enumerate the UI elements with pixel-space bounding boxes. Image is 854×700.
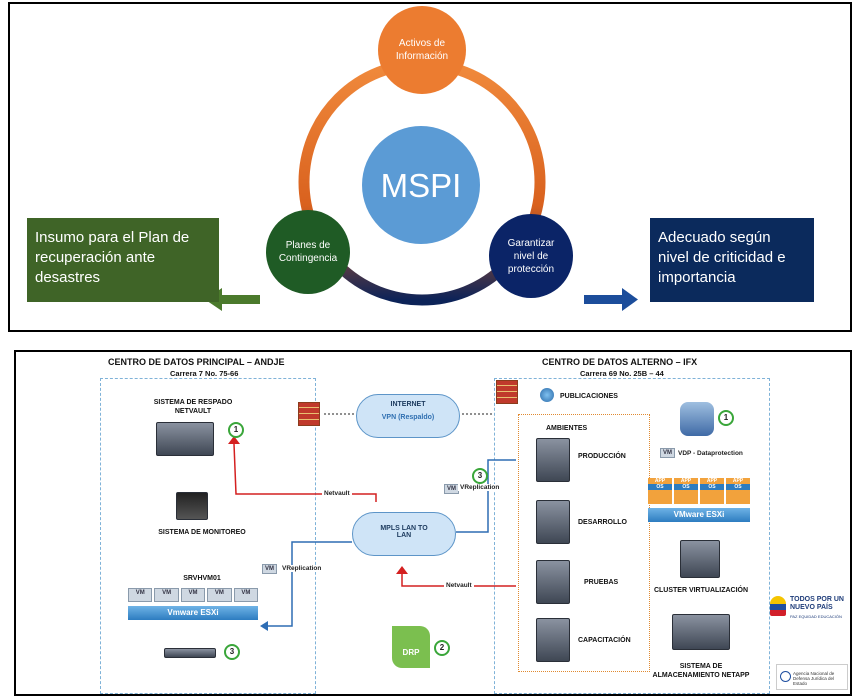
agency-text: Agencia Nacional de Defensa Jurídica del… <box>793 671 835 686</box>
badge-2: 2 <box>434 640 450 656</box>
node-planes-label: Planes de Contingencia <box>278 240 338 264</box>
cluster-server-icon <box>680 540 720 578</box>
badge-3-main: 3 <box>224 644 240 660</box>
logo-main-text: TODOS POR UN NUEVO PAÍS <box>790 596 844 611</box>
vm-tag: VM <box>207 588 232 602</box>
logo-sub-text: PAZ EQUIDAD EDUCACIÓN <box>790 614 842 619</box>
alt-dc-boundary <box>494 378 770 694</box>
netapp-storage-icon <box>672 614 730 650</box>
main-dc-boundary <box>100 378 316 694</box>
box-adecuado: Adecuado según nivel de criticidad e imp… <box>650 218 814 302</box>
desarrollo-label: DESARROLLO <box>578 519 627 526</box>
mspi-center-node: MSPI <box>362 126 480 244</box>
storage-label: SISTEMA DE ALMACENAMIENTO NETAPP <box>652 663 750 679</box>
mpls-label: MPLS LAN TO LAN <box>380 525 428 539</box>
node-garantizar: Garantizar nivel de protección <box>489 214 573 298</box>
netvault-link-bottom <box>401 574 516 587</box>
vm-tag: VM <box>233 588 259 602</box>
backup-label: SISTEMA DE RESPADO NETVAULT <box>153 399 233 415</box>
badge-1-alt: 1 <box>718 410 734 426</box>
internet-label: INTERNET <box>390 401 426 408</box>
vreplication-label-alt: VReplication <box>458 484 502 491</box>
badge-1-main: 1 <box>228 422 244 438</box>
netvault-label-top: Netvault <box>322 490 352 497</box>
badge-3-alt: 3 <box>472 468 488 484</box>
publicaciones-globe-icon <box>540 388 554 402</box>
firewall-icon <box>298 402 320 426</box>
main-dc-title: CENTRO DE DATOS PRINCIPAL – ANDJE <box>108 357 285 367</box>
cluster-label: CLUSTER VIRTUALIZACIÓN <box>653 587 749 594</box>
node-planes: Planes de Contingencia <box>266 210 350 294</box>
vm-tag: VM <box>444 484 459 494</box>
vreplication-link-alt <box>456 459 516 533</box>
main-dc-address: Carrera 7 No. 75-66 <box>170 369 239 378</box>
ambientes-boundary <box>518 414 650 672</box>
internet-cloud: INTERNET VPN (Respaldo) <box>356 394 460 438</box>
esxi-bar-main: Vmware ESXi <box>128 606 258 620</box>
monitor-label: SISTEMA DE MONITOREO <box>158 529 246 536</box>
alt-dc-title: CENTRO DE DATOS ALTERNO – IFX <box>542 357 698 367</box>
netvault-link-top <box>233 443 377 502</box>
node-activos-label: Activos de Información <box>395 38 449 62</box>
node-garantizar-label: Garantizar nivel de protección <box>507 237 555 275</box>
host-server-icon <box>164 648 216 658</box>
vdp-label: VDP - Dataprotection <box>676 450 745 457</box>
right-arrow <box>584 295 622 304</box>
server-capacitacion-icon <box>536 618 570 662</box>
vm-tag: VM <box>262 564 277 574</box>
srvhvm-label: SRVHVM01 <box>183 575 221 582</box>
vm-tag: VM <box>128 588 153 602</box>
vm-tag: VM <box>180 588 206 602</box>
netvault-label-bottom: Netvault <box>444 582 474 589</box>
alt-dc-address: Carrera 69 No. 25B – 44 <box>580 369 664 378</box>
capacitacion-label: CAPACITACIÓN <box>578 637 631 644</box>
drp-label: DRP <box>402 648 420 657</box>
vpn-label: VPN (Respaldo) <box>381 414 435 421</box>
mspi-panel: MSPI Activos de Información Planes de Co… <box>8 2 852 332</box>
box-insumo: Insumo para el Plan de recuperación ante… <box>27 218 219 302</box>
government-logo: TODOS POR UN NUEVO PAÍS PAZ EQUIDAD EDUC… <box>770 592 850 622</box>
monitor-icon <box>176 492 208 520</box>
vm-tag: VM <box>660 448 675 458</box>
vreplication-label-main: VReplication <box>280 565 324 572</box>
database-icon <box>680 402 714 436</box>
server-pruebas-icon <box>536 560 570 604</box>
ambientes-label: AMBIENTES <box>546 425 588 432</box>
vm-row: VM VM VM VM VM <box>128 588 259 602</box>
datacenter-panel: CENTRO DE DATOS PRINCIPAL – ANDJE Carrer… <box>14 350 852 696</box>
server-desarrollo-icon <box>536 500 570 544</box>
agency-logo: Agencia Nacional de Defensa Jurídica del… <box>776 664 848 690</box>
backup-server-icon <box>156 422 214 456</box>
pruebas-label: PRUEBAS <box>584 579 619 586</box>
esxi-bar-alt: VMware ESXi <box>648 508 750 522</box>
publicaciones-label: PUBLICACIONES <box>560 393 618 400</box>
vm-tag: VM <box>154 588 179 602</box>
node-activos: Activos de Información <box>378 6 466 94</box>
produccion-label: PRODUCCIÓN <box>578 453 626 460</box>
mspi-label: MSPI <box>380 166 462 204</box>
left-arrow <box>222 295 260 304</box>
firewall-icon <box>496 380 518 404</box>
mpls-cloud: MPLS LAN TO LAN <box>352 512 456 556</box>
server-produccion-icon <box>536 438 570 482</box>
vreplication-link-main <box>268 541 352 627</box>
drp-document-icon: DRP <box>392 626 430 668</box>
connection-lines <box>228 413 516 631</box>
